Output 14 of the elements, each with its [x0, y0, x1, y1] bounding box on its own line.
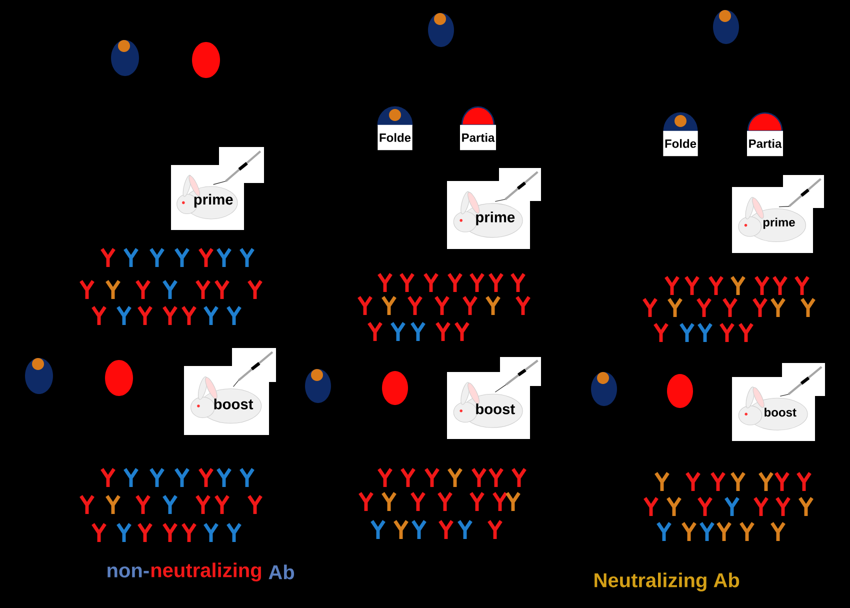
protein-label: Folde — [378, 124, 412, 150]
injection-label: boost — [764, 408, 796, 417]
injection-label: boost — [214, 398, 254, 410]
injection-label: prime — [476, 212, 515, 226]
caption-text: neutralizing — [151, 562, 261, 582]
caption-text: Ab — [268, 564, 294, 580]
protein-label: Partia — [747, 130, 784, 156]
injection-label: prime — [194, 194, 233, 208]
protein-label: Partia — [460, 124, 496, 150]
injection-label: boost — [476, 403, 515, 414]
caption-text: non- — [108, 566, 149, 578]
injection-label: prime — [763, 218, 795, 229]
protein-label: Folde — [663, 130, 698, 156]
caption-text: Neutralizing Ab — [594, 572, 740, 592]
